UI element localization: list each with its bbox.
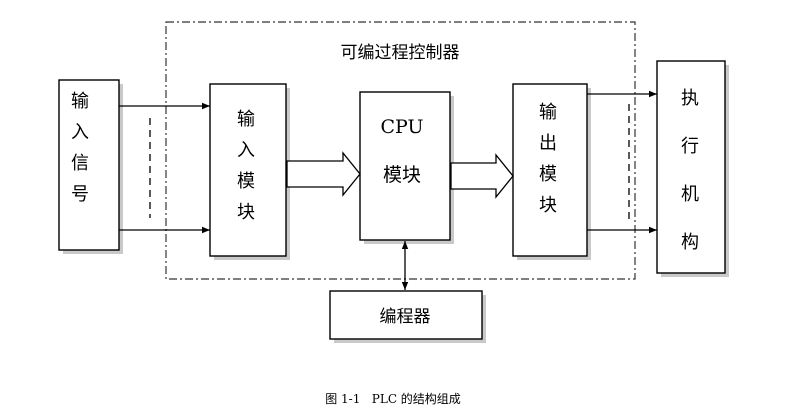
input-module-box — [209, 83, 287, 257]
cpu-module-label: 模块 — [383, 164, 421, 186]
programmer-box — [329, 290, 483, 340]
output-module-label: 输出模块 — [539, 102, 557, 216]
figure-caption: 图 1-1 PLC 的结构组成 — [325, 391, 461, 406]
programmer-label: 编程器 — [380, 307, 431, 327]
input-signal-label: 输入信号 — [71, 91, 89, 205]
cpu-module-box — [359, 91, 451, 241]
input-module-label: 输入模块 — [237, 109, 255, 223]
hollow-arrow-input-to-cpu — [286, 151, 361, 197]
cpu-label: CPU — [380, 116, 423, 138]
controller-title: 可编过程控制器 — [341, 43, 460, 63]
plc-boundary — [165, 21, 636, 280]
actuator-box — [656, 60, 726, 274]
input-signal-box — [58, 79, 120, 251]
output-module-box — [512, 83, 588, 257]
hollow-arrow-cpu-to-output — [450, 153, 514, 199]
actuator-label: 执行机构 — [681, 88, 699, 253]
